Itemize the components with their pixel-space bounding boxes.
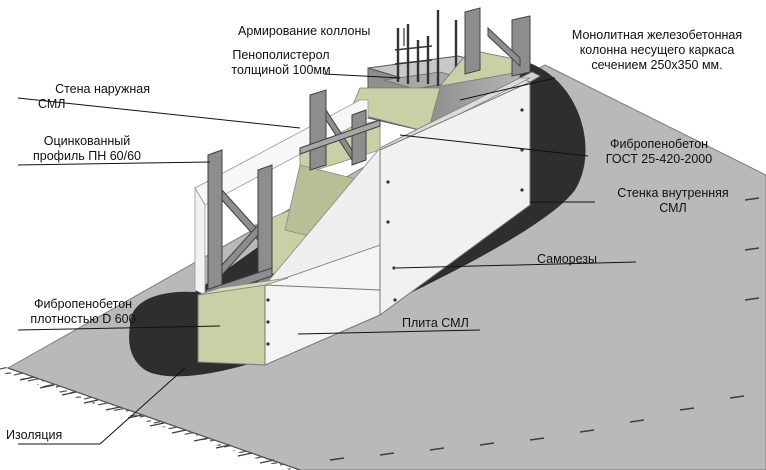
slab-rebar-ends (19, 197, 760, 464)
label-screws: Саморезы (537, 252, 598, 266)
galvanized-profile-frame (205, 89, 381, 299)
label-galvanized-profile-line1: Оцинкованный (43, 134, 131, 148)
leader-fibrofoam-gost (399, 134, 589, 157)
leader-lines (17, 28, 637, 445)
leader-profile (17, 161, 211, 166)
label-fibrofoam-gost-line2: ГОСТ 25-420-2000 (605, 152, 713, 166)
label-polystyrene-line2: толщиной 100мм (231, 63, 331, 77)
leader-insulation-diag (99, 367, 186, 445)
label-polystyrene: Пенополистерол толщиной 100мм (226, 48, 336, 78)
label-inner-wall-line1: Стенка внутренняя (617, 186, 729, 200)
label-monolithic-column-line3: сечением 250х350 мм. (591, 58, 723, 72)
leader-screws (395, 261, 637, 269)
leader-polystyrene (323, 73, 401, 79)
label-inner-wall: Стенка внутренняя СМЛ (598, 186, 748, 216)
label-monolithic-column: Монолитная железобетонная колонна несуще… (558, 28, 756, 73)
label-fibrofoam-gost: Фибропенобетон ГОСТ 25-420-2000 (584, 137, 734, 167)
label-fibrofoam-gost-line1: Фибропенобетон (609, 137, 709, 151)
label-inner-wall-line2: СМЛ (659, 201, 687, 215)
leader-monolithic-column (459, 77, 556, 101)
label-outer-wall-line2: СМЛ (38, 97, 66, 111)
label-insulation: Изоляция (6, 428, 63, 442)
label-column-rebar: Армирование коллоны (238, 24, 371, 38)
screws (266, 108, 524, 346)
leader-outer-wall (17, 97, 301, 129)
label-sml-board: Плита СМЛ (402, 316, 469, 330)
leader-sml-board (297, 329, 481, 335)
label-outer-wall: Стена наружная СМЛ (38, 82, 150, 112)
label-fibrofoam-density: Фибропенобетон плотностью D 600 (14, 297, 152, 327)
label-galvanized-profile: Оцинкованный профиль ПН 60/60 (18, 134, 156, 164)
label-monolithic-column-line1: Монолитная железобетонная (571, 28, 743, 42)
label-outer-wall-line1: Стена наружная (55, 82, 150, 96)
leader-fibrofoam-density (17, 325, 221, 331)
label-fibrofoam-density-line2: плотностью D 600 (30, 312, 136, 326)
label-fibrofoam-density-line1: Фибропенобетон (33, 297, 133, 311)
label-polystyrene-line1: Пенополистерол (232, 48, 330, 62)
back-steel-posts (464, 7, 531, 77)
front-sml-board (197, 77, 531, 366)
label-monolithic-column-line2: колонна несущего каркаса (579, 43, 735, 57)
label-galvanized-profile-line2: профиль ПН 60/60 (33, 149, 141, 163)
